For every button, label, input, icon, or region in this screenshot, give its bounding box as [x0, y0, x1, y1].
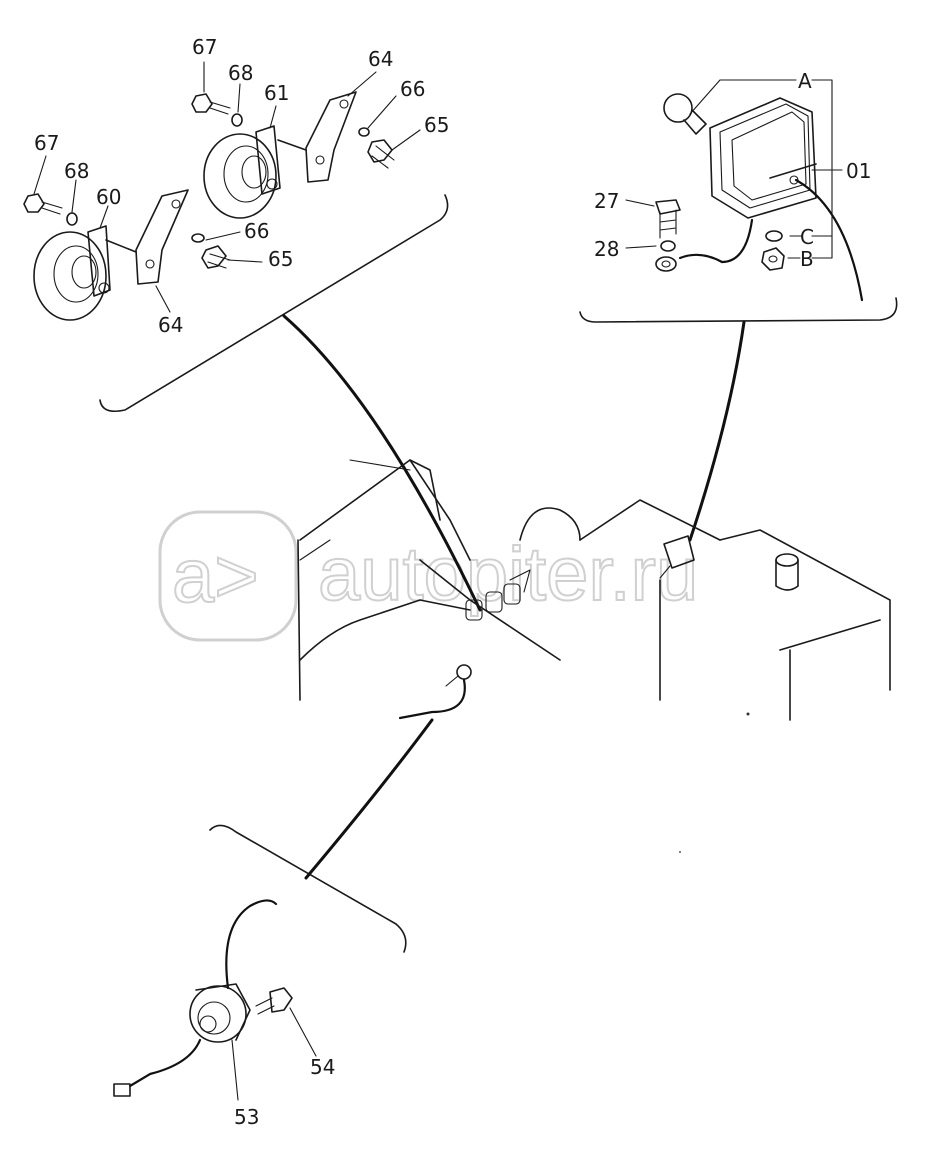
switch-plug	[398, 664, 472, 720]
washer-68-lower	[66, 212, 78, 226]
washer-c	[765, 230, 783, 242]
horn-mount-assembly	[465, 569, 531, 621]
label-61: 61	[264, 81, 289, 105]
nut-b	[761, 247, 785, 271]
label-54: 54	[310, 1055, 335, 1079]
switch-53	[113, 899, 278, 1097]
watermark-logo-frame	[158, 510, 298, 642]
label-68-upper: 68	[228, 61, 253, 85]
bolt-65-lower	[201, 245, 231, 269]
watermark-logo-glyph: a>	[172, 534, 259, 619]
label-67-lower: 67	[34, 131, 59, 155]
bolt-67-upper	[191, 93, 231, 115]
bracket-64-lower	[135, 189, 189, 285]
bulb-a	[663, 93, 707, 135]
label-b: B	[800, 247, 814, 271]
label-65-lower: 65	[268, 247, 293, 271]
bolt-54	[255, 987, 293, 1015]
horn-callout-panel	[99, 194, 482, 612]
bolt-67-lower	[23, 193, 63, 215]
horn-61	[203, 125, 307, 219]
ring-terminal	[655, 256, 677, 272]
washer-66-upper	[358, 127, 370, 137]
label-c: C	[800, 225, 814, 249]
horn-60	[33, 225, 137, 321]
lamp-connector	[659, 535, 695, 579]
label-68-lower: 68	[64, 159, 89, 183]
washer-66-lower	[191, 233, 205, 243]
label-67-upper: 67	[192, 35, 217, 59]
part-labels: 67 68 61 64 66 65 67 68 60 66 65 64 A 01…	[34, 35, 871, 1129]
label-53: 53	[234, 1105, 259, 1129]
leaders-horns	[33, 61, 421, 313]
bolt-65-upper	[367, 139, 395, 169]
label-01: 01	[846, 159, 871, 183]
label-28: 28	[594, 237, 619, 261]
label-66-upper: 66	[400, 77, 425, 101]
leaders-lamp	[625, 79, 843, 259]
label-a: A	[798, 69, 812, 93]
label-64-upper: 64	[368, 47, 393, 71]
bolt-27	[655, 199, 681, 239]
leaders-switch	[231, 1007, 317, 1101]
label-64-lower: 64	[158, 313, 183, 337]
label-66-lower: 66	[244, 219, 269, 243]
speck	[746, 712, 750, 716]
label-60: 60	[96, 185, 121, 209]
switch-callout-panel	[209, 718, 434, 953]
filler-cap	[775, 553, 799, 591]
label-27: 27	[594, 189, 619, 213]
work-lamp-01	[678, 97, 864, 302]
speck	[679, 851, 681, 853]
washer-68-upper	[231, 113, 243, 127]
lamp-callout-panel	[579, 297, 898, 542]
washer-28	[660, 240, 676, 252]
watermark: a> autopiter.ru	[158, 510, 699, 642]
bracket-64-upper	[305, 91, 357, 183]
label-65-upper: 65	[424, 113, 449, 137]
